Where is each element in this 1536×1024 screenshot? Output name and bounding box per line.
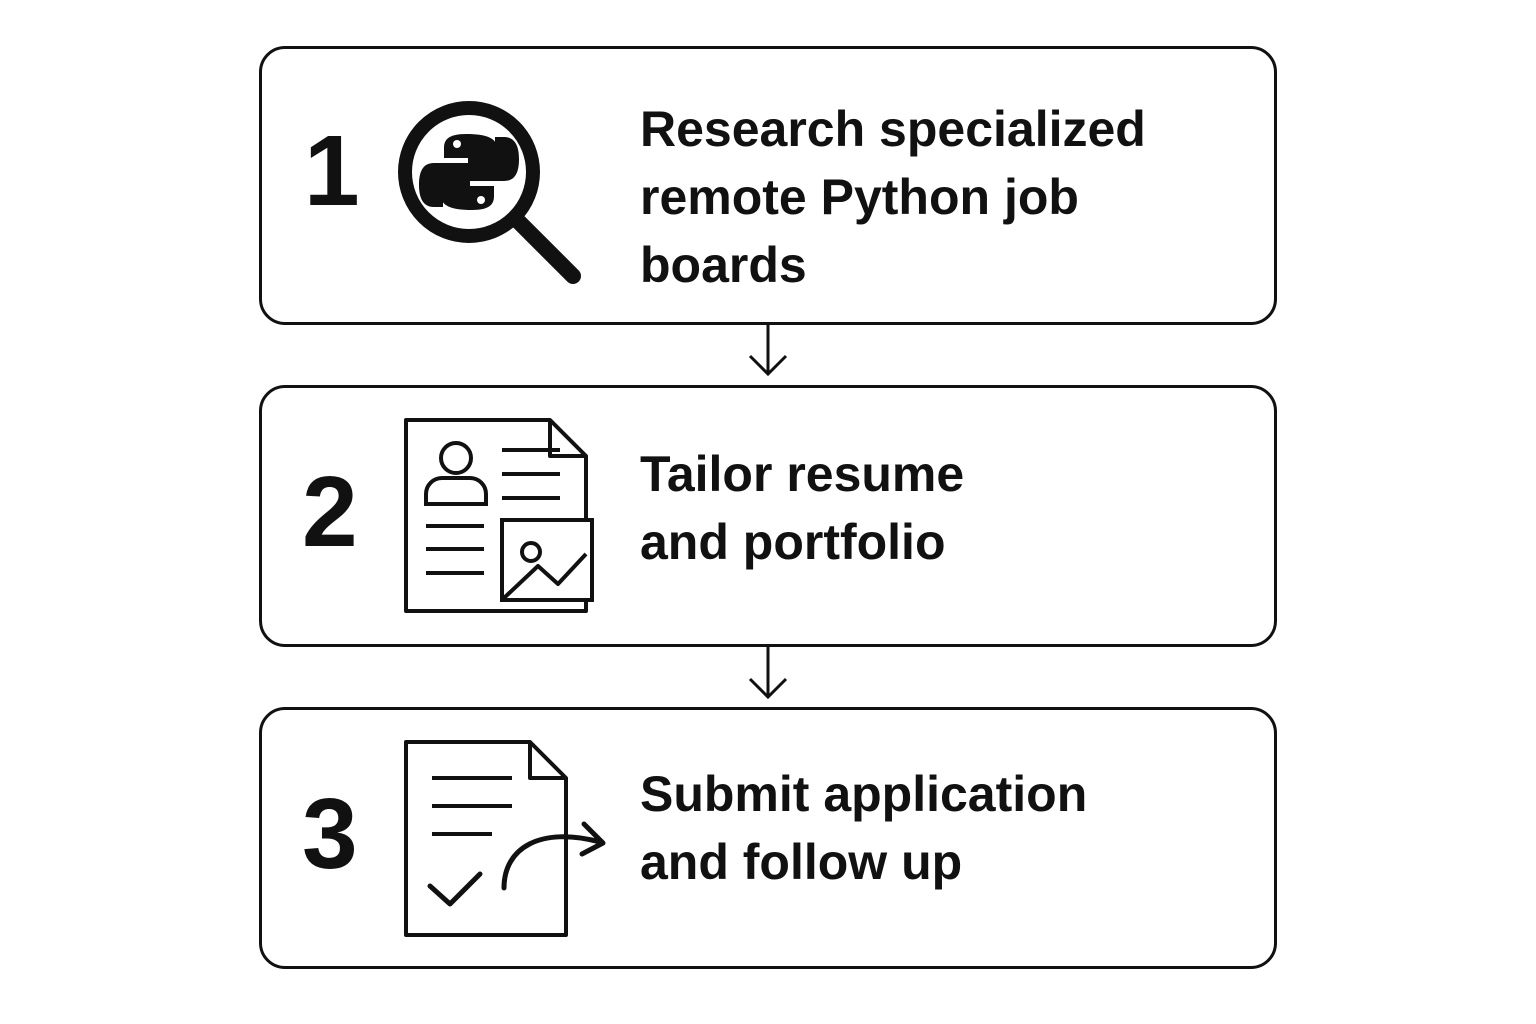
step-card-tailor: 2 Tailor resume and portfolio [259, 385, 1277, 647]
step-title-line: Submit application [640, 766, 1088, 822]
step-title: Research specialized remote Python job b… [640, 95, 1146, 299]
down-arrow-icon [748, 647, 788, 700]
step-number: 2 [302, 456, 358, 568]
down-arrow-icon [748, 325, 788, 377]
resume-portfolio-icon [404, 418, 594, 613]
step-card-research: 1 Research specialized remote Python job… [259, 46, 1277, 325]
step-number: 3 [302, 778, 358, 890]
step-title-line: Research specialized [640, 101, 1146, 157]
step-title-line: and follow up [640, 834, 963, 890]
step-title-line: remote Python job [640, 169, 1079, 225]
step-title: Tailor resume and portfolio [640, 440, 964, 576]
step-card-submit: 3 Submit application and follow up [259, 707, 1277, 969]
step-title-line: Tailor resume [640, 446, 965, 502]
document-submit-icon [404, 740, 606, 937]
step-title-line: boards [640, 237, 807, 293]
magnifier-python-icon [398, 101, 581, 284]
step-title-line: and portfolio [640, 514, 946, 570]
step-number: 1 [304, 115, 360, 227]
step-title: Submit application and follow up [640, 760, 1087, 896]
